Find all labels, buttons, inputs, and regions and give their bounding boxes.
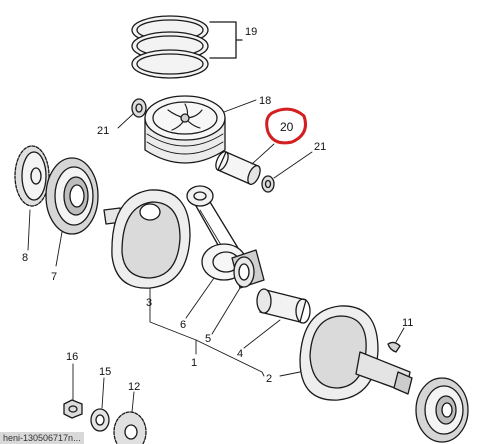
crank-half-right: [279, 305, 413, 401]
crank-half-left: [103, 189, 191, 311]
callout-5: 5: [205, 333, 211, 345]
callout-19: 19: [245, 26, 257, 38]
assembly-bracket: [149, 309, 265, 377]
callout-21-right: 21: [314, 141, 326, 153]
callout-7: 7: [51, 271, 57, 283]
callout-4: 4: [237, 348, 243, 360]
highlight-circle: [265, 107, 307, 145]
piston-rings: [131, 15, 243, 79]
circlip-left: [117, 98, 147, 129]
callout-12: 12: [128, 381, 140, 393]
callout-8: 8: [22, 252, 28, 264]
callout-1: 1: [191, 357, 197, 369]
callout-11: 11: [402, 317, 413, 329]
callout-16: 16: [66, 351, 78, 363]
callout-2: 2: [266, 373, 272, 385]
connecting-rod: [185, 185, 247, 319]
piston: [144, 95, 257, 164]
image-caption: heni-130506717n...: [0, 432, 84, 444]
callout-3: 3: [146, 297, 152, 309]
piston-pin: [215, 143, 275, 186]
main-bearing-right: [415, 377, 469, 443]
washer: [90, 377, 110, 432]
needle-bearing: [211, 249, 265, 335]
callout-20: 20: [280, 120, 294, 134]
callout-6: 6: [180, 319, 186, 331]
woodruff-key: [387, 327, 405, 353]
callout-21-left: 21: [97, 125, 109, 137]
drive-gear: [14, 145, 50, 251]
callout-labels: 19 18 21 20 21 8 7 3 6 5 1 4 2 11 16 15 …: [22, 26, 413, 393]
callout-15: 15: [99, 366, 111, 378]
crank-pin: [243, 288, 311, 349]
callout-18: 18: [259, 95, 271, 107]
main-bearing-left: [45, 157, 99, 267]
small-gear: [113, 391, 147, 444]
nut: [63, 363, 83, 419]
circlip-right: [261, 151, 313, 193]
